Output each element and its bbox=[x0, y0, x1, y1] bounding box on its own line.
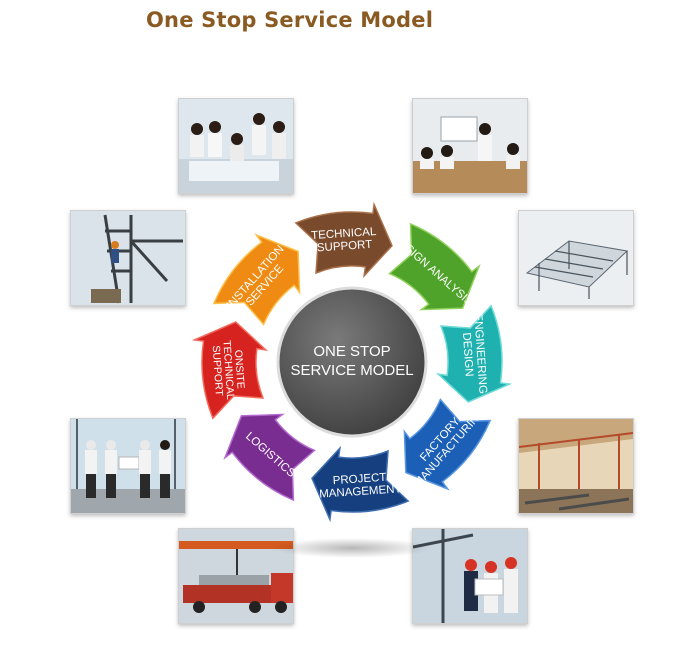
center-circle bbox=[276, 286, 428, 438]
center-label-line2: SERVICE MODEL bbox=[290, 362, 413, 379]
stage-label-project-management: PROJECTMANAGEMENT bbox=[318, 471, 402, 501]
stage-label-line: PROJECT bbox=[332, 472, 386, 487]
onsite-engineers-photo bbox=[70, 418, 186, 514]
stage-arrow-logistics bbox=[223, 413, 316, 502]
stage-label-line: TECHNICAL bbox=[220, 340, 236, 400]
stage-label-line: SUPPORT bbox=[210, 345, 225, 397]
truck-loading-photo bbox=[178, 528, 294, 624]
steel-erection-photo bbox=[70, 210, 186, 306]
center-label-line1: ONE STOP bbox=[313, 343, 390, 360]
stage-arrow-engineering-design bbox=[435, 304, 513, 403]
page-title: One Stop Service Model bbox=[146, 8, 434, 32]
factory-floor-photo bbox=[518, 418, 634, 514]
stage-label-line: SUPPORT bbox=[317, 239, 373, 255]
stage-label-line: DESIGN bbox=[460, 332, 475, 377]
team-meeting-photo bbox=[178, 98, 294, 194]
cycle-floor-shadow bbox=[272, 538, 432, 558]
stage-arrow-onsite-technical-support bbox=[191, 321, 269, 420]
stage-arrow-factory-manufacturing bbox=[403, 398, 492, 491]
stage-label-engineering-design: ENGINEERINGDESIGN bbox=[459, 313, 489, 395]
stage-label-line: TECHNICAL bbox=[311, 226, 377, 242]
design-office-photo bbox=[412, 98, 528, 194]
stage-label-line: ONSITE bbox=[232, 349, 246, 389]
stage-label-onsite-technical-support: ONSITETECHNICALSUPPORT bbox=[209, 339, 247, 401]
structure-3d-model-photo bbox=[518, 210, 634, 306]
stage-arrow-installation-service bbox=[212, 233, 301, 326]
stage-label-line: MANAGEMENT bbox=[319, 483, 402, 500]
stage-label-technical-support: TECHNICALSUPPORT bbox=[311, 226, 378, 255]
stage-arrow-design-analysis bbox=[388, 222, 481, 311]
stage-label-line: ENGINEERING bbox=[471, 313, 488, 394]
stage-arrow-project-management bbox=[311, 445, 410, 523]
stage-arrow-technical-support bbox=[294, 201, 393, 279]
